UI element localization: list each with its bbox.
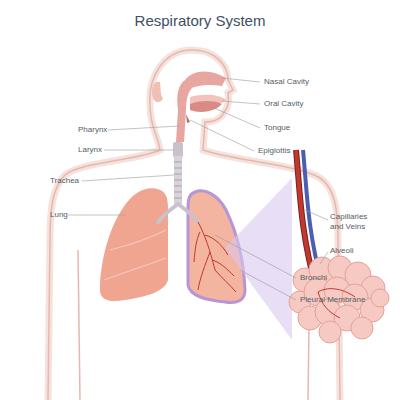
alveolus-circles [289,256,389,343]
part-label: Bronchi [300,273,327,283]
part-label: Alveoli [330,246,354,256]
tongue-shape [190,101,222,112]
lungs [100,188,245,302]
magnify-wedge [225,178,292,340]
trachea-tube [174,156,182,206]
left-lung [100,188,168,301]
ear [152,82,163,102]
body-silhouette [48,50,340,400]
part-label: Tongue [264,123,290,133]
part-label: Pharynx [78,125,107,135]
part-label: Epiglottis [258,146,290,156]
alveoli-cluster [289,150,389,343]
lung-lobe-line [104,230,166,280]
nasal-cavity-shape [185,71,226,90]
part-label: Larynx [78,145,102,155]
diagram-title: Respiratory System [0,12,400,29]
epiglottis-shape [186,114,190,123]
part-label: Oral Cavity [264,99,304,109]
part-label: Capillaries and Veins [330,212,378,232]
part-label: Nasal Cavity [264,77,309,87]
part-label: Lung [50,210,68,220]
larynx-shape [173,142,183,158]
body-outline [48,50,340,400]
pharynx-shape [176,80,192,142]
trachea-shape [173,142,183,206]
body-glow [48,50,340,400]
part-label: Pleural Membrane [300,295,365,305]
bronchi-shape [158,204,198,222]
trachea-rings [174,162,182,198]
arm-line [78,250,80,400]
leader-lines [68,78,328,300]
upper-airway [176,71,226,142]
lung-vessels [194,222,236,292]
part-label: Trachea [50,176,79,186]
